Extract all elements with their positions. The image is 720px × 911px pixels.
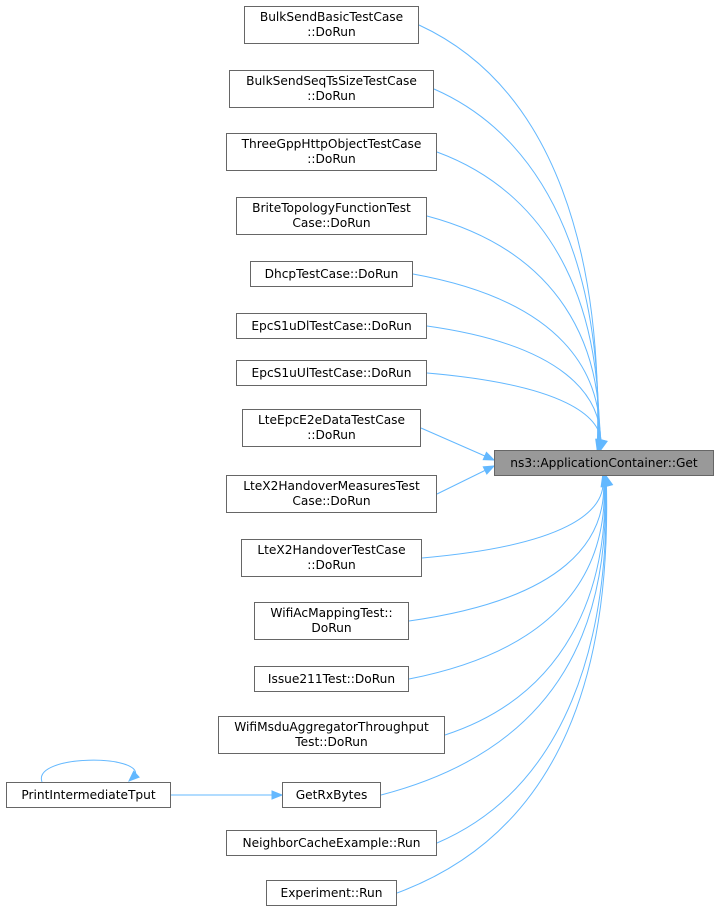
- node-label-line: ThreeGppHttpObjectTestCase: [241, 137, 422, 151]
- node-getrxbytes[interactable]: GetRxBytes: [282, 782, 381, 808]
- node-label-line: GetRxBytes: [295, 787, 368, 802]
- node-label-line: ::DoRun: [307, 152, 356, 166]
- node-epcs1udl-dorun[interactable]: EpcS1uDlTestCase::DoRun: [236, 313, 427, 339]
- node-label-line: LteEpcE2eDataTestCase: [257, 413, 406, 427]
- node-label-line: PrintIntermediateTput: [21, 787, 156, 802]
- edge-wifimsdu-to-target: [444, 475, 606, 736]
- node-label-line: ::DoRun: [307, 89, 356, 103]
- node-dhcp-dorun[interactable]: DhcpTestCase::DoRun: [250, 261, 413, 287]
- node-label-line: ns3::ApplicationContainer::Get: [510, 455, 698, 470]
- edge-arrowhead: [128, 770, 140, 782]
- node-label-line: Case::DoRun: [292, 216, 371, 230]
- node-label-line: BriteTopologyFunctionTest: [252, 201, 411, 215]
- node-issue211-dorun[interactable]: Issue211Test::DoRun: [254, 666, 409, 692]
- edge-issue211-to-target: [408, 475, 605, 680]
- node-label-line: DoRun: [311, 621, 352, 635]
- node-label-line: EpcS1uDlTestCase::DoRun: [251, 318, 412, 333]
- edge-arrowhead: [598, 438, 608, 452]
- node-epcs1uul-dorun[interactable]: EpcS1uUlTestCase::DoRun: [236, 360, 427, 386]
- edge-bulksendbasic-to-target: [418, 24, 599, 451]
- edge-experiment-to-target: [396, 475, 608, 894]
- edge-arrowhead: [271, 790, 284, 800]
- node-label-line: ::DoRun: [307, 428, 356, 442]
- edge-printtput-self-loop: [41, 759, 136, 783]
- node-label-line: LteX2HandoverTestCase: [257, 543, 406, 557]
- node-applicationcontainer-get: ns3::ApplicationContainer::Get: [494, 450, 714, 476]
- edge-epcs1udl-to-target: [426, 325, 602, 451]
- node-label-line: Case::DoRun: [292, 494, 371, 508]
- node-label-line: LteX2HandoverMeasuresTest: [243, 479, 420, 493]
- node-label-line: Experiment::Run: [280, 885, 383, 900]
- edge-bulksendseqts-to-target: [433, 88, 599, 451]
- edge-getrxbytes-to-target: [380, 475, 606, 796]
- edge-dhcp-to-target: [412, 273, 601, 451]
- node-label-line: ::DoRun: [307, 558, 356, 572]
- node-printintermediatetput[interactable]: PrintIntermediateTput: [6, 782, 171, 808]
- node-bulksendbasic-dorun[interactable]: BulkSendBasicTestCase::DoRun: [244, 6, 419, 44]
- node-label-line: Test::DoRun: [295, 735, 368, 749]
- node-label-line: NeighborCacheExample::Run: [242, 835, 421, 850]
- node-bulksendseqts-dorun[interactable]: BulkSendSeqTsSizeTestCase::DoRun: [229, 70, 434, 108]
- node-label-line: BulkSendBasicTestCase: [259, 10, 404, 24]
- edge-neighborcache-to-target: [436, 475, 607, 844]
- node-label-line: WifiMsduAggregatorThroughput: [234, 720, 429, 734]
- edge-ltex2handover-to-target: [421, 475, 604, 559]
- edge-ltex2measures-to-target: [436, 465, 495, 495]
- edge-epcs1uul-to-target: [426, 372, 602, 451]
- edge-threegpphttp-to-target: [436, 151, 600, 451]
- node-label-line: BulkSendSeqTsSizeTestCase: [246, 74, 417, 88]
- edge-britetopology-to-target: [426, 215, 601, 451]
- node-label-line: EpcS1uUlTestCase::DoRun: [251, 365, 412, 380]
- node-label-line: WifiAcMappingTest::: [270, 606, 393, 620]
- node-ltex2handover-dorun[interactable]: LteX2HandoverTestCase::DoRun: [241, 539, 422, 577]
- node-neighborcache-run[interactable]: NeighborCacheExample::Run: [226, 830, 437, 856]
- edge-lteepce2e-to-target: [420, 427, 495, 461]
- node-label-line: ::DoRun: [307, 25, 356, 39]
- node-label-line: DhcpTestCase::DoRun: [264, 266, 399, 281]
- node-wifiacmapping-dorun[interactable]: WifiAcMappingTest::DoRun: [254, 602, 409, 640]
- node-experiment-run[interactable]: Experiment::Run: [266, 880, 397, 906]
- node-lteepce2e-dorun[interactable]: LteEpcE2eDataTestCase::DoRun: [242, 409, 421, 447]
- node-threegpphttp-dorun[interactable]: ThreeGppHttpObjectTestCase::DoRun: [226, 133, 437, 171]
- edge-wifiacmapping-to-target: [408, 475, 605, 622]
- node-label-line: Issue211Test::DoRun: [267, 671, 396, 686]
